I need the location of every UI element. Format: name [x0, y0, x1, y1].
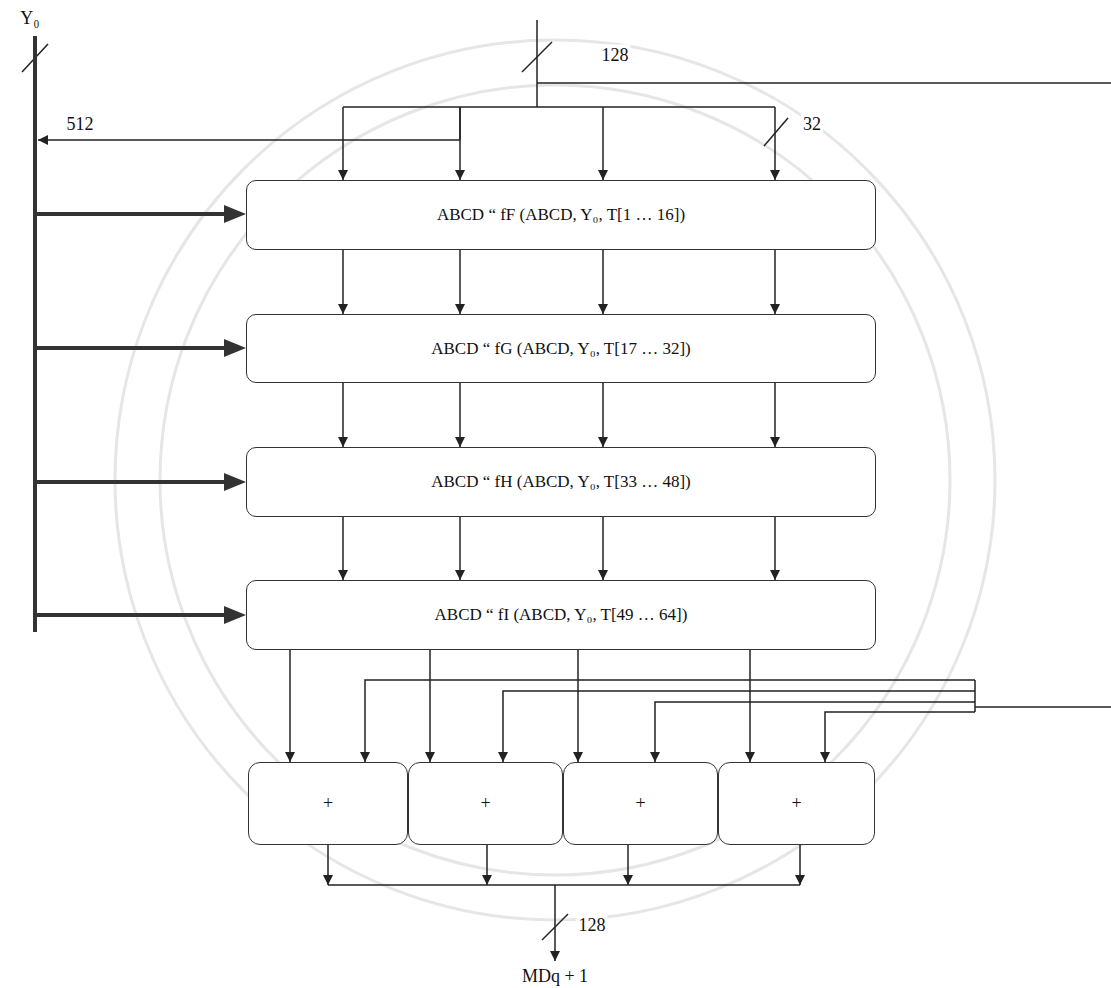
adder-box: +: [248, 762, 408, 845]
input-bus: [536, 20, 538, 107]
flow-arrow: [429, 650, 431, 762]
block-arrow: [35, 212, 226, 216]
feedforward-bus: [537, 82, 1111, 84]
flow-arrow: [459, 383, 461, 447]
box-text: ABCD “ fH (ABCD, Y₀, T[33 … 48]): [431, 472, 691, 492]
block-arrow: [35, 480, 226, 484]
seal-ring: [115, 40, 995, 920]
flow-arrow: [774, 517, 776, 580]
block-arrow: [35, 346, 226, 350]
feedforward-arrow: [655, 702, 975, 762]
output-arrow: [327, 845, 329, 885]
input-arrow: [774, 107, 776, 180]
bus-width: 128: [577, 915, 608, 936]
round-function-box: ABCD “ fH (ABCD, Y₀, T[33 … 48]): [246, 447, 876, 517]
flow-arrow: [342, 250, 344, 314]
output-arrow: [554, 885, 556, 961]
flow-arrow: [342, 517, 344, 580]
input-bus: [343, 106, 775, 108]
input-arrow: [38, 139, 460, 141]
watermark-seal: [115, 40, 995, 920]
bus-width-slash: [522, 42, 552, 72]
block-arrowhead: [224, 606, 246, 624]
bus-width-slash: [542, 914, 568, 940]
round-function-box: ABCD “ fF (ABCD, Y₀, T[1 … 16]): [246, 180, 876, 250]
input-bus: [459, 107, 461, 140]
box-text: +: [635, 793, 645, 814]
bus-width: 512: [65, 114, 96, 135]
block-arrow: [35, 613, 226, 617]
block-arrowhead: [224, 473, 246, 491]
adder-box: +: [718, 762, 875, 845]
feedforward-bus: [975, 706, 1111, 708]
flow-arrow: [774, 250, 776, 314]
input-arrow: [602, 107, 604, 180]
flow-arrow: [602, 250, 604, 314]
output-label: MDq + 1: [520, 966, 590, 987]
feedforward-arrow: [365, 680, 975, 762]
adder-box: +: [563, 762, 718, 845]
feedforward-arrow: [825, 712, 975, 762]
block-bus: [33, 36, 37, 632]
output-arrow: [627, 845, 629, 885]
box-text: ABCD “ fF (ABCD, Y₀, T[1 … 16]): [437, 205, 685, 225]
box-text: +: [480, 793, 490, 814]
box-text: ABCD “ fG (ABCD, Y₀, T[17 … 32]): [431, 339, 691, 359]
round-function-box: ABCD “ fI (ABCD, Y₀, T[49 … 64]): [246, 580, 876, 650]
output-arrow: [486, 845, 488, 885]
flow-arrow: [342, 383, 344, 447]
flow-arrow: [577, 650, 579, 762]
box-text: +: [791, 793, 801, 814]
flow-arrow: [774, 383, 776, 447]
input-arrow: [459, 107, 461, 180]
feedforward-bus: [974, 680, 976, 712]
flow-arrow: [459, 517, 461, 580]
flow-arrow: [602, 517, 604, 580]
block-label: Y₀: [18, 8, 41, 29]
output-bus: [328, 884, 800, 886]
box-text: ABCD “ fI (ABCD, Y₀, T[49 … 64]): [435, 605, 688, 625]
feedforward-arrow: [503, 691, 975, 762]
round-function-box: ABCD “ fG (ABCD, Y₀, T[17 … 32]): [246, 314, 876, 383]
box-text: +: [323, 793, 333, 814]
output-arrow: [799, 845, 801, 885]
adder-box: +: [408, 762, 563, 845]
block-arrowhead: [224, 339, 246, 357]
flow-arrow: [289, 650, 291, 762]
bus-width: 128: [600, 45, 631, 66]
bus-width-slash: [764, 118, 788, 146]
flow-arrow: [459, 250, 461, 314]
seal-ring: [160, 85, 950, 875]
flow-arrow: [602, 383, 604, 447]
block-arrowhead: [224, 205, 246, 223]
input-arrow: [342, 107, 344, 180]
bus-width: 32: [801, 114, 823, 135]
flow-arrow: [749, 650, 751, 762]
